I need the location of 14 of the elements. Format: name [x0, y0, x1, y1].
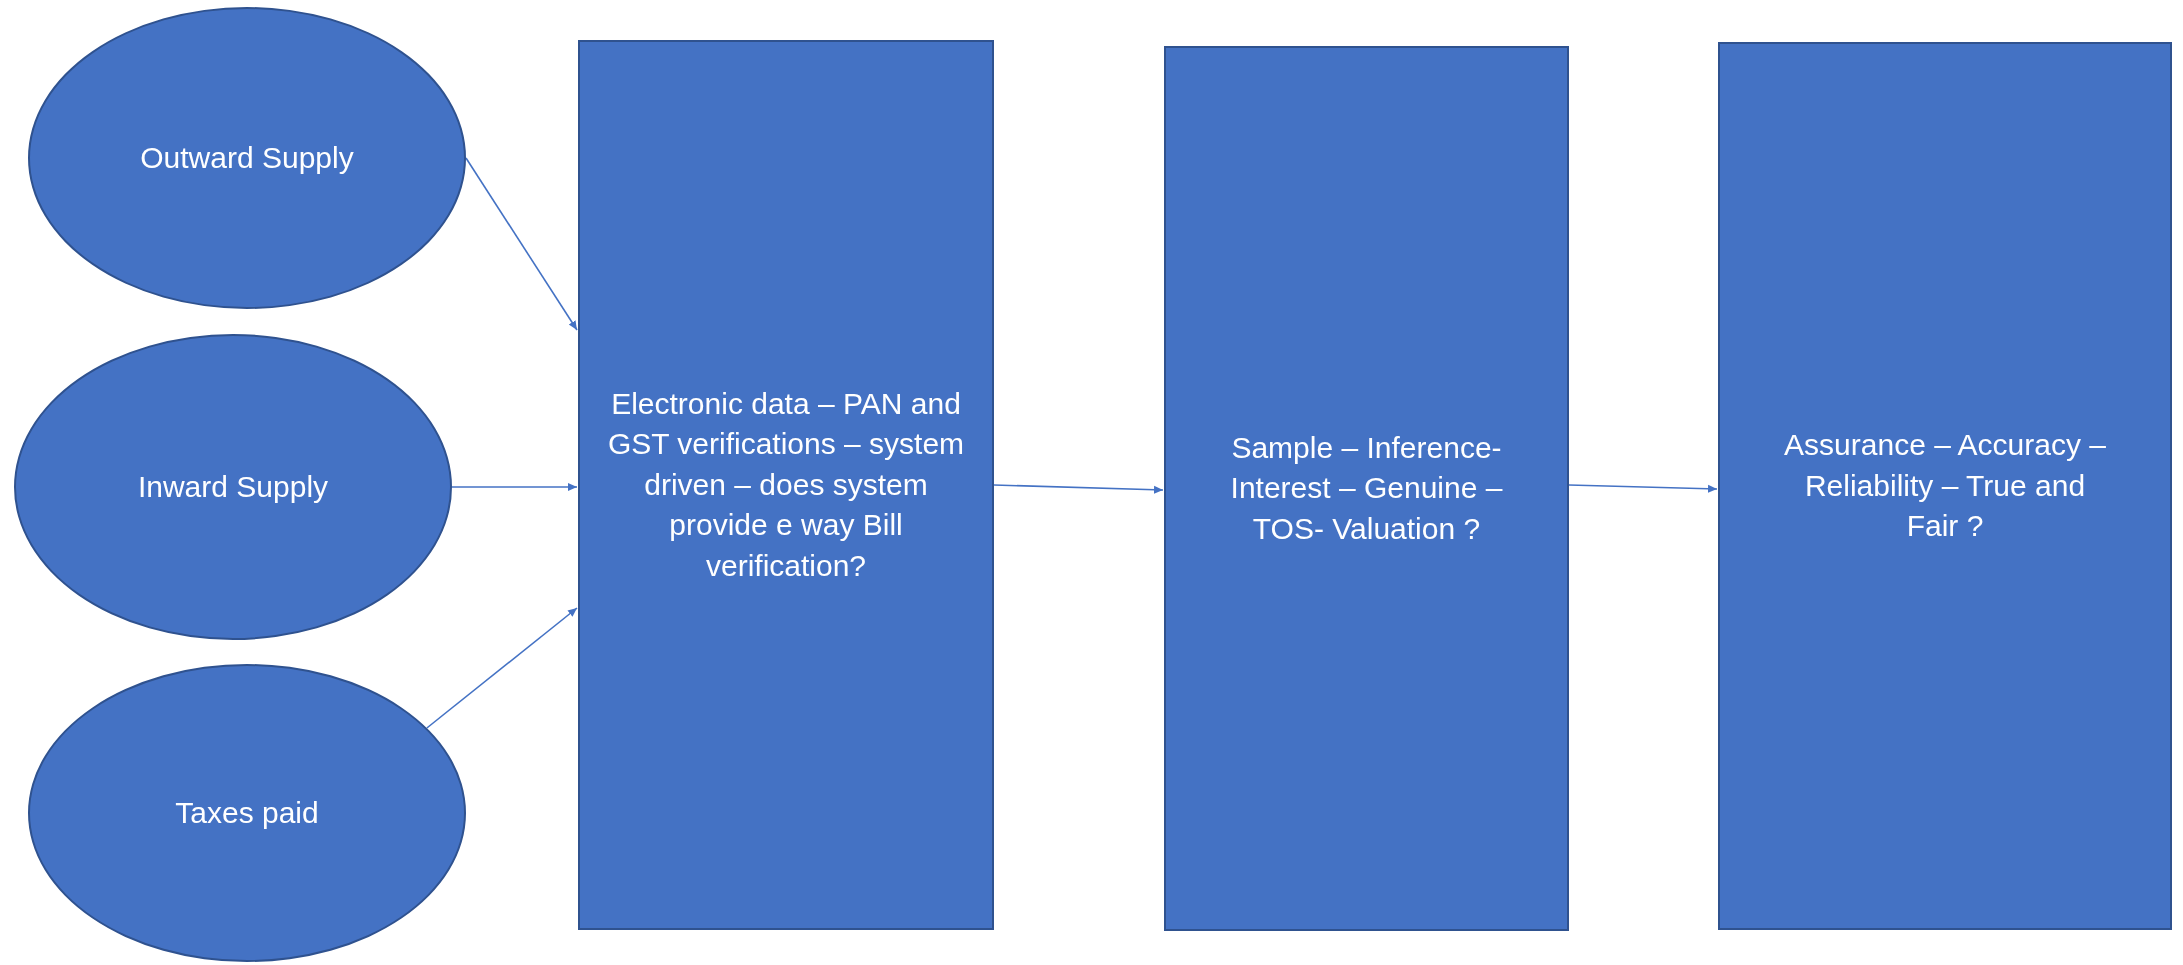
- arrow: [426, 607, 578, 729]
- node-label: Taxes paid: [175, 794, 319, 831]
- node-label: Outward Supply: [140, 139, 354, 176]
- node-label: Assurance – Accuracy – Reliability – True and Fair ?: [1783, 427, 2107, 545]
- arrow: [1568, 484, 1718, 493]
- node-label: Sample – Inference- Interest – Genuine – TOS- Valuation ?: [1229, 429, 1504, 547]
- node-label: Electronic data – PAN and GST verifications – system driven – does system provide e way Bill verification?: [606, 385, 966, 584]
- arrow: [451, 483, 578, 491]
- process-box: [1718, 42, 2172, 930]
- process-box: [1164, 46, 1569, 931]
- arrow: [465, 157, 578, 331]
- process-box: [578, 40, 994, 930]
- arrow: [993, 484, 1164, 494]
- node-label: Inward Supply: [137, 468, 329, 505]
